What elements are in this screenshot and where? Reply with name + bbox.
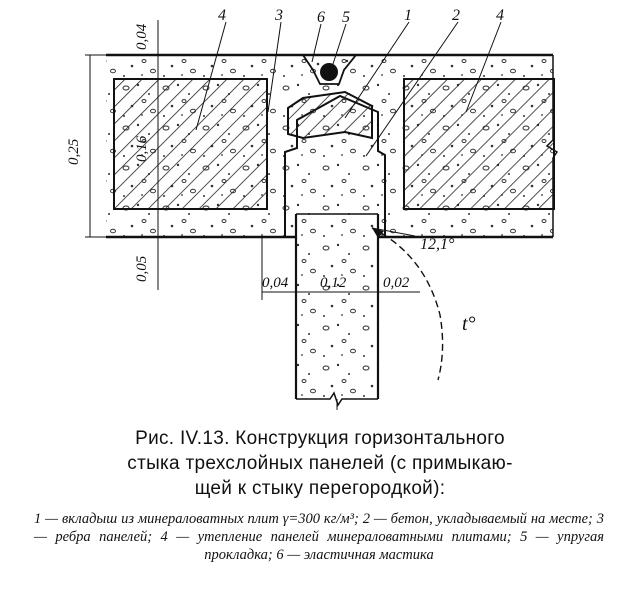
- dim-0-04-bottom: 0,04: [262, 275, 289, 291]
- joint-drawing: 12,1° t° 4 3 6 5 1 2 4 0,04 0,25 0,16 0,…: [66, 7, 559, 410]
- dim-0-25: 0,25: [66, 138, 82, 165]
- label-5: 5: [342, 9, 350, 26]
- leader-lines: [195, 21, 502, 157]
- label-2: 2: [452, 7, 460, 24]
- partition-wall: [294, 213, 380, 410]
- dimension-lines: [85, 20, 420, 300]
- temperature-symbol: t°: [462, 313, 476, 335]
- caption-line-1: Рис. IV.13. Конструкция горизонтального: [135, 428, 505, 449]
- label-6: 6: [317, 9, 325, 26]
- figure-caption: Рис. IV.13. Конструкция горизонтального …: [40, 426, 600, 501]
- temperature-curve: 12,1° t°: [371, 227, 476, 381]
- temperature-point-label: 12,1°: [420, 236, 455, 253]
- dim-0-02: 0,02: [383, 275, 410, 291]
- label-3: 3: [274, 7, 283, 24]
- label-1: 1: [404, 7, 412, 24]
- label-4-left: 4: [218, 7, 226, 24]
- mineral-wool-insert: [287, 90, 373, 140]
- caption-line-2: стыка трехслойных панелей (с примыкаю-: [127, 453, 513, 474]
- dim-0-05: 0,05: [134, 255, 150, 282]
- dim-0-12: 0,12: [320, 275, 347, 291]
- elastic-mastic: [301, 54, 358, 85]
- elastic-gasket: [320, 63, 338, 81]
- caption-line-3: щей к стыку перегородкой):: [194, 478, 446, 499]
- dim-0-04-top: 0,04: [134, 23, 150, 50]
- insulation-right: [403, 78, 555, 210]
- label-4-right: 4: [496, 7, 504, 24]
- figure-legend: 1 — вкладыш из минераловатных плит γ=300…: [34, 511, 604, 563]
- insulation-left: [113, 78, 268, 210]
- dim-0-16: 0,16: [134, 135, 150, 162]
